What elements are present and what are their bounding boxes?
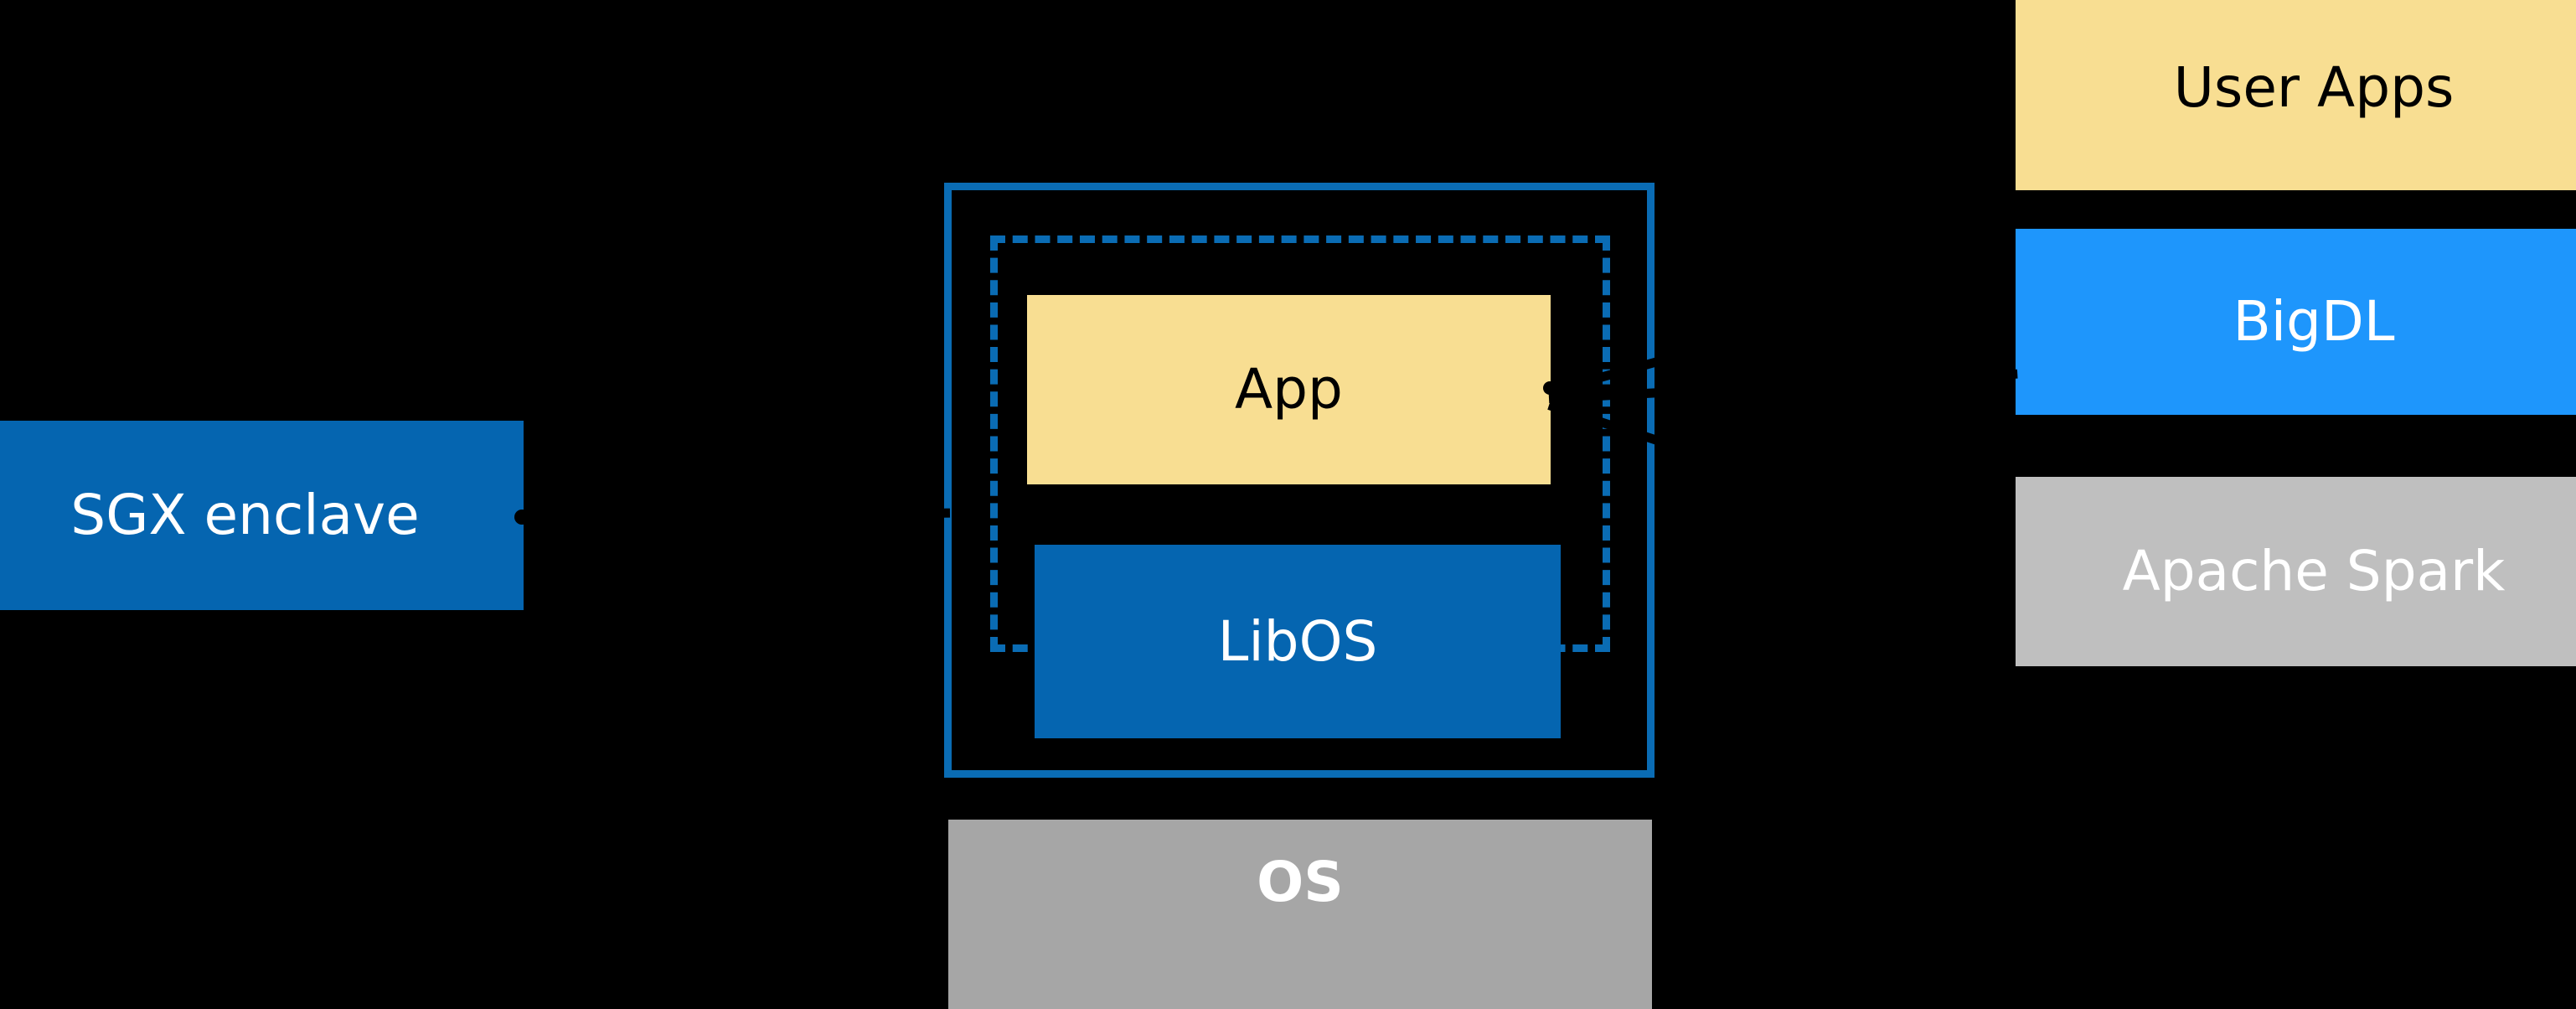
app-label: App	[1235, 357, 1343, 422]
bigdl-label: BigDL	[2233, 289, 2395, 354]
connector-dot-app	[1543, 381, 1556, 395]
libos-box: LibOS	[1035, 545, 1561, 738]
enclave-boundary-rect	[944, 183, 1655, 778]
sgx-enclave-label: SGX enclave	[70, 483, 420, 548]
os-label: OS	[1257, 850, 1344, 914]
libos-label: LibOS	[1217, 608, 1378, 674]
apache-spark-label: Apache Spark	[2122, 539, 2506, 604]
sgx-enclave-box: SGX enclave	[0, 421, 524, 610]
bigdl-box: BigDL	[2016, 229, 2576, 415]
os-box: OS	[948, 820, 1652, 1009]
connector-dot-sgx	[514, 510, 529, 525]
apache-spark-box: Apache Spark	[2016, 477, 2576, 666]
user-apps-box: User Apps	[2016, 0, 2576, 190]
user-apps-label: User Apps	[2173, 54, 2455, 120]
app-box: App	[1027, 295, 1551, 484]
connector-sgx-to-enclave	[520, 508, 951, 522]
